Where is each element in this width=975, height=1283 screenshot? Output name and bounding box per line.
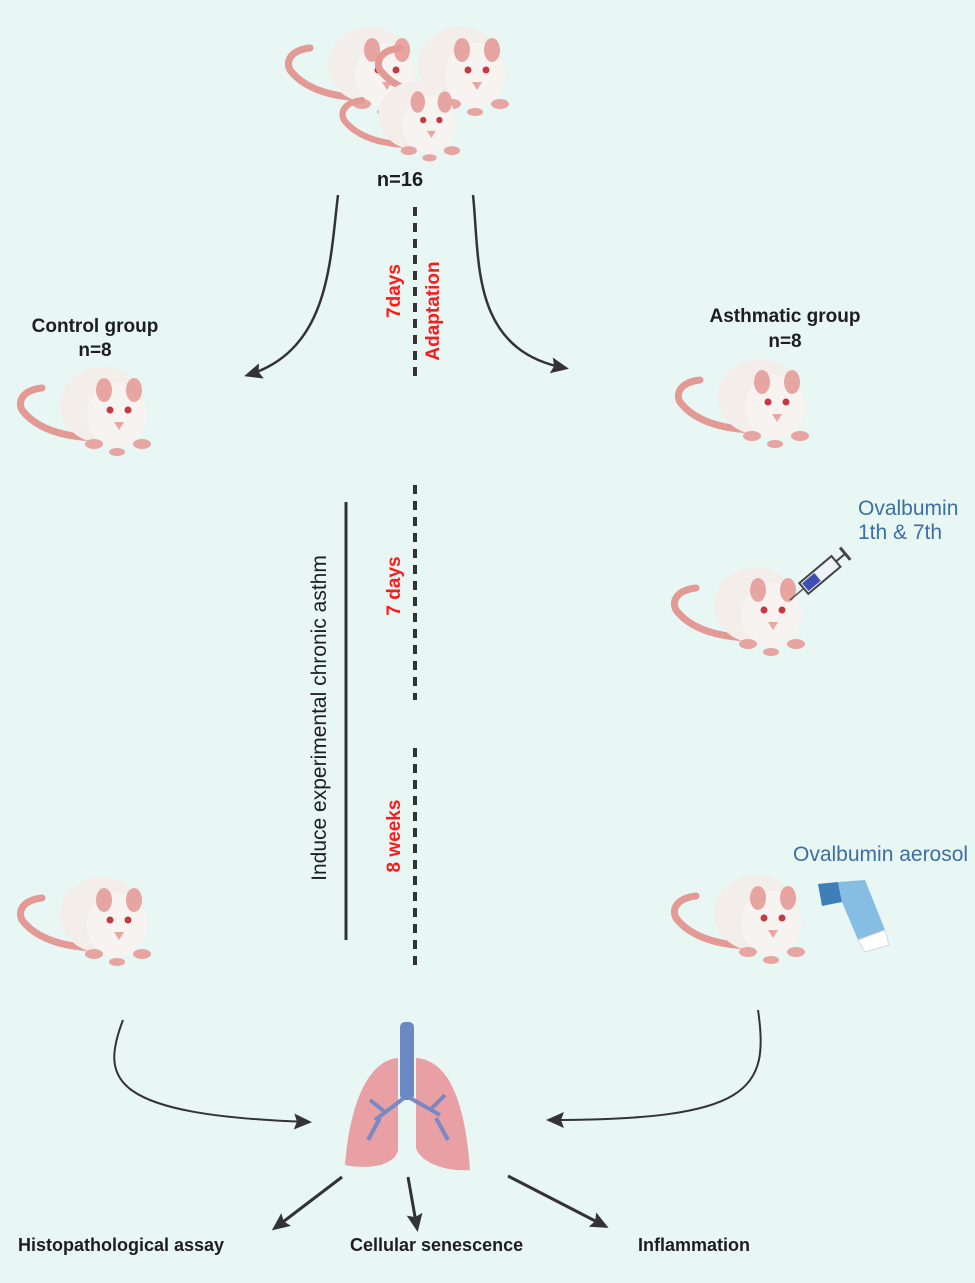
control-rat-icon xyxy=(20,367,151,456)
aerosol-rat-icon xyxy=(674,875,805,964)
asthmatic-group-count: n=8 xyxy=(768,331,802,352)
adaptation-duration-label: 7days xyxy=(384,264,405,318)
control-group-count: n=8 xyxy=(78,340,112,361)
outcome-senescence: Cellular senescence xyxy=(350,1235,524,1255)
control-rat-icon-final xyxy=(20,877,151,966)
lungs-icon xyxy=(345,1022,470,1171)
injection-label-line2: 1th & 7th xyxy=(858,521,943,544)
arrow-to-histopathology xyxy=(271,1175,343,1231)
arrow-to-inflammation xyxy=(507,1174,609,1228)
injection-label-line1: Ovalbumin xyxy=(858,497,959,520)
asthmatic-rat-icon xyxy=(678,359,809,448)
arrow-asthmatic-to-lungs xyxy=(546,1009,762,1128)
inhaler-icon xyxy=(818,880,890,953)
arrow-control-to-lungs xyxy=(113,1019,312,1130)
induction-label: Induce experimental chronic asthm xyxy=(308,555,331,881)
phase1-duration-label: 7 days xyxy=(384,556,405,616)
control-group-title: Control group xyxy=(31,316,159,337)
arrow-to-senescence xyxy=(406,1176,423,1232)
outcome-inflammation: Inflammation xyxy=(638,1235,751,1255)
phase2-duration-label: 8 weeks xyxy=(384,799,405,873)
asthmatic-group-title: Asthmatic group xyxy=(709,306,861,327)
syringe-icon xyxy=(789,546,852,601)
rat-group-icon xyxy=(288,27,509,161)
outcome-histopathology: Histopathological assay xyxy=(18,1235,225,1255)
total-count-label: n=16 xyxy=(376,169,424,191)
arrow-to-control xyxy=(244,194,340,379)
arrow-to-asthmatic xyxy=(471,194,569,374)
adaptation-label: Adaptation xyxy=(423,261,444,361)
injected-rat-icon xyxy=(674,567,805,656)
aerosol-label: Ovalbumin aerosol xyxy=(793,843,969,866)
